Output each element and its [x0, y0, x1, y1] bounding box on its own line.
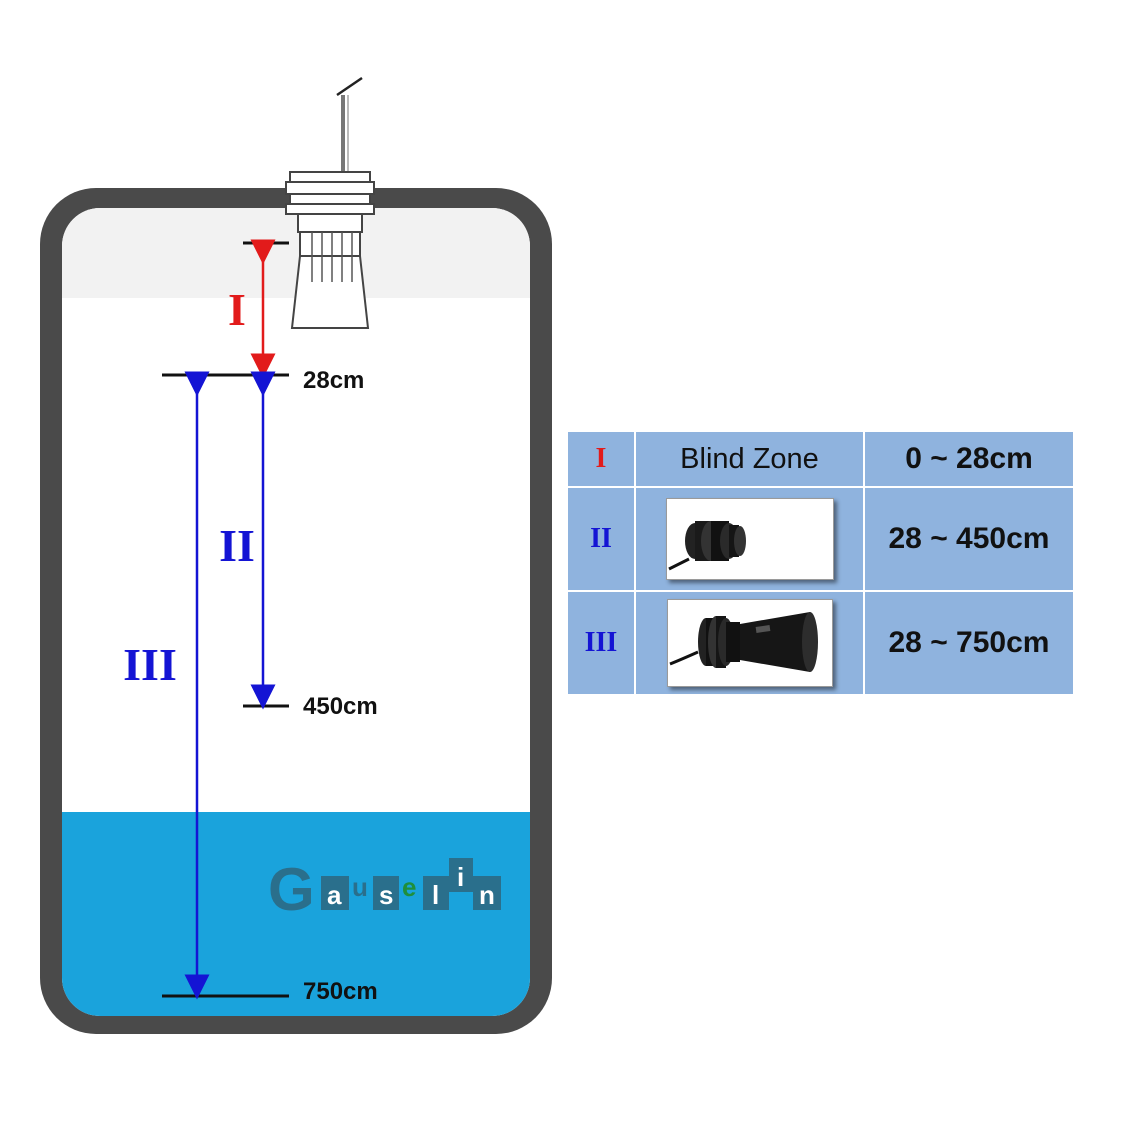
svg-text:e: e	[402, 872, 416, 902]
marker-28cm: 28cm	[303, 367, 364, 394]
marker-750cm: 750cm	[303, 978, 378, 1005]
flat-sensor-photo	[665, 498, 834, 580]
svg-text:s: s	[379, 880, 393, 910]
svg-text:G: G	[268, 856, 315, 923]
brand-logo: G a u s e l i n	[268, 856, 501, 923]
table-row-3-image-cell	[636, 592, 863, 694]
zone-I-label: I	[228, 284, 246, 335]
svg-text:u: u	[352, 872, 368, 902]
water	[62, 812, 530, 1016]
zone-table: I Blind Zone 0 ~ 28cm II 28 ~ 450cm III	[568, 432, 1073, 694]
svg-text:a: a	[327, 880, 342, 910]
table-row-1-range: 0 ~ 28cm	[865, 432, 1073, 486]
ultrasonic-sensor-icon	[285, 171, 375, 329]
table-row-1-description: Blind Zone	[636, 432, 863, 486]
table-row-2-image-cell	[636, 488, 863, 590]
table-row-1-zone: I	[568, 432, 634, 486]
table-row-3-zone: III	[568, 592, 634, 694]
zone-III-label: III	[123, 639, 177, 690]
table-row-2-zone: II	[568, 488, 634, 590]
horn-sensor-photo	[666, 599, 833, 687]
sensor-cable	[336, 76, 363, 172]
table-row-2-range: 28 ~ 450cm	[865, 488, 1073, 590]
svg-text:i: i	[457, 862, 464, 892]
marker-450cm: 450cm	[303, 693, 378, 720]
svg-text:n: n	[479, 880, 495, 910]
zone-II-label: II	[219, 520, 255, 571]
svg-text:l: l	[432, 880, 439, 910]
table-row-3-range: 28 ~ 750cm	[865, 592, 1073, 694]
